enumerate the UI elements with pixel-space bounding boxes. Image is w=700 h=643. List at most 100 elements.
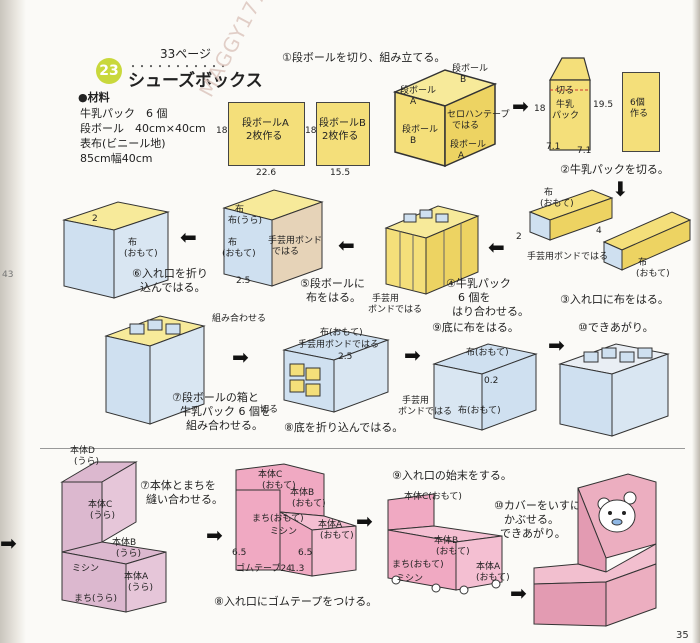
finished-chair-diagram — [533, 473, 657, 627]
label: 段ボール — [452, 64, 489, 74]
step-5-caption: 布をはる。 — [306, 291, 361, 304]
step-3-caption: ③入れ口に布をはる。 — [560, 293, 669, 306]
milk-carton-diagram — [548, 57, 591, 151]
step-6-caption: 込んではる。 — [140, 281, 206, 294]
cardboard-a-panel — [228, 102, 305, 166]
label: 切る — [556, 86, 575, 96]
dim: 18 — [534, 104, 546, 114]
step-9-caption: ⑨底に布をはる。 — [432, 321, 519, 334]
label: 布 — [235, 205, 245, 215]
dim: 6.5 — [232, 548, 247, 558]
dim: 1.3 — [290, 564, 305, 574]
page-reference: 33ページ — [160, 47, 212, 61]
box-bottom-diagram — [282, 329, 390, 413]
material-line: 表布(ビニール地) — [80, 137, 166, 150]
label: まち(おもて) — [252, 514, 304, 524]
label: ボンドではる — [398, 407, 453, 417]
label: 本体A — [476, 562, 501, 572]
arrow-right-icon: ➡ — [356, 509, 373, 533]
title-dots: ・・・・・・・・・・・ — [128, 62, 228, 73]
dim: 15.5 — [330, 168, 351, 178]
finished-box-diagram — [558, 343, 670, 437]
step-4-caption: 6 個を — [458, 291, 491, 304]
chair-step-9-caption: ⑨入れ口の始末をする。 — [392, 469, 512, 482]
label: 段ボール — [450, 140, 487, 150]
section-divider — [40, 448, 685, 449]
label: (おもて) — [292, 499, 326, 509]
label: 6個 — [630, 98, 645, 108]
label: (うら) — [90, 511, 116, 521]
label: (おもて) — [540, 199, 574, 209]
label: (おもて) — [636, 269, 670, 279]
label: 作る — [630, 109, 649, 119]
label: 布 — [544, 188, 554, 198]
label: 本体B — [434, 536, 459, 546]
label: 本体A — [124, 572, 149, 582]
dim: 7.1 — [546, 142, 561, 152]
arrow-right-icon: ➡ — [0, 531, 17, 555]
label: まち(うら) — [74, 594, 118, 604]
label: 本体B — [112, 538, 137, 548]
label: 本体B — [290, 488, 315, 498]
bear-face-icon — [597, 491, 637, 533]
chair-cover-sewn-diagram — [235, 463, 357, 577]
label: 組み合わせる — [212, 314, 267, 324]
step-2-caption: ②牛乳パックを切る。 — [560, 163, 669, 176]
box-folded-diagram — [62, 201, 170, 299]
label: 布(おもて) — [466, 348, 509, 358]
margin-page-number: 43 — [2, 270, 14, 280]
label: 本体C — [88, 500, 113, 510]
label: 段ボール — [400, 86, 437, 96]
page-fold-left — [0, 0, 26, 643]
arrow-right-icon: ➡ — [548, 333, 565, 357]
label: (おもて) — [222, 249, 256, 259]
dim: 19.5 — [593, 100, 614, 110]
dim: 2 — [92, 214, 98, 224]
label: 本体D — [70, 446, 95, 456]
label: (おもて) — [124, 249, 158, 259]
cardboard-b-panel — [316, 102, 370, 166]
dim: 22.6 — [256, 168, 277, 178]
cardboard-cloth-diagram — [222, 189, 324, 287]
arrow-down-icon: ⬇ — [612, 177, 629, 201]
combined-box-diagram — [104, 315, 206, 425]
step-7-caption: 牛乳パック 6 個を — [180, 405, 271, 418]
arrow-left-icon: ⬅ — [338, 233, 355, 257]
label: 段ボールA — [242, 118, 289, 129]
label: 手芸用ボンドではる — [527, 252, 609, 262]
label: B — [410, 136, 417, 146]
label: (うら) — [116, 549, 142, 559]
arrow-left-icon: ⬅ — [180, 225, 197, 249]
dim: 2.5 — [236, 276, 251, 286]
cardboard-box-diagram — [392, 69, 498, 168]
label: 布 — [228, 238, 238, 248]
dim: 18 — [216, 126, 228, 136]
step-1-caption: ①段ボールを切り、組み立てる。 — [282, 51, 446, 64]
label: 2枚作る — [246, 131, 283, 142]
chair-back-diagram — [60, 461, 167, 613]
step-8-caption: ⑧底を折り込んではる。 — [284, 421, 404, 434]
label: 切る — [260, 405, 279, 415]
label: (おもて) — [262, 481, 296, 491]
label: 本体A — [318, 520, 343, 530]
label: ミシン — [270, 527, 298, 537]
label: (おもて) — [436, 547, 470, 557]
step-7-caption: 組み合わせる。 — [186, 419, 263, 432]
chair-step-10-caption: ⑩カバーをいすに — [494, 499, 581, 512]
label: 段ボール — [402, 125, 439, 135]
label: 手芸用ボンドではる — [298, 340, 380, 350]
label: 手芸用ボンド — [268, 236, 323, 246]
label: まち(おもて) — [392, 560, 444, 570]
chair-step-10-caption: かぶせる。 — [504, 513, 559, 526]
label: 本体C — [258, 470, 283, 480]
label: (うら) — [128, 583, 154, 593]
label: ミシン — [396, 574, 424, 584]
material-line: 段ボール 40cm×40cm — [80, 122, 206, 135]
label: ボンドではる — [368, 305, 423, 315]
materials-header: ●材料 — [78, 91, 110, 104]
arrow-right-icon: ➡ — [206, 523, 223, 547]
label: 布(おもて) — [458, 406, 501, 416]
label: 2枚作る — [322, 131, 359, 142]
arrow-left-icon: ⬅ — [488, 235, 505, 259]
label: B — [460, 75, 467, 85]
